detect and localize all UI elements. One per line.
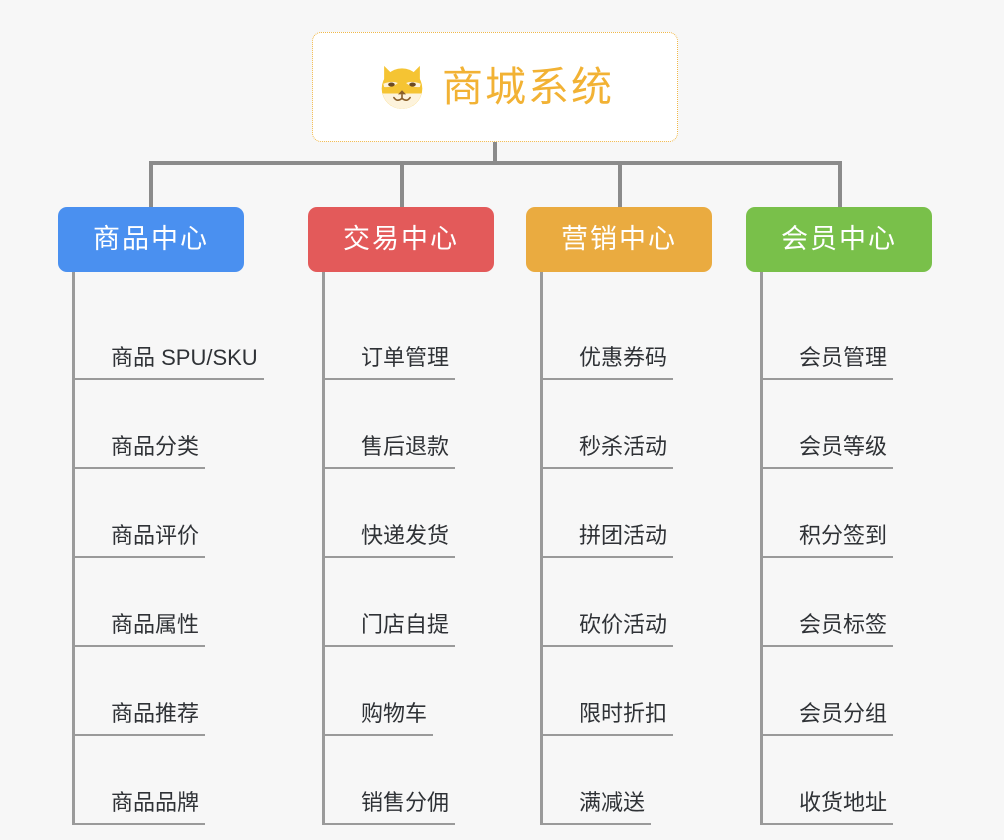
leaf-label: 优惠券码: [573, 347, 674, 380]
dog-face-icon: [381, 65, 423, 109]
leaf-label: 收货地址: [793, 792, 894, 825]
connector-horizontal-bus: [149, 161, 842, 165]
list-item[interactable]: 购物车: [325, 647, 494, 736]
list-item[interactable]: 会员标签: [763, 558, 932, 647]
leaf-label: 拼团活动: [573, 525, 674, 558]
leaf-label: 售后退款: [355, 436, 456, 469]
list-item[interactable]: 收货地址: [763, 736, 932, 825]
connector-drop-4: [838, 161, 842, 207]
list-item[interactable]: 会员等级: [763, 380, 932, 469]
list-item[interactable]: 门店自提: [325, 558, 494, 647]
leaf-label: 会员管理: [793, 347, 894, 380]
category-header-member-center[interactable]: 会员中心: [746, 207, 932, 272]
list-item[interactable]: 会员管理: [763, 291, 932, 380]
category-label: 会员中心: [781, 224, 897, 254]
list-item[interactable]: 拼团活动: [543, 469, 712, 558]
list-item[interactable]: 销售分佣: [325, 736, 494, 825]
leaf-label: 快递发货: [355, 525, 456, 558]
list-item[interactable]: 商品分类: [75, 380, 244, 469]
leaf-label: 砍价活动: [573, 614, 674, 647]
list-item[interactable]: 满减送: [543, 736, 712, 825]
connector-root-stem: [493, 142, 497, 165]
list-item[interactable]: 商品品牌: [75, 736, 244, 825]
list-item[interactable]: 会员分组: [763, 647, 932, 736]
leaf-label: 会员等级: [793, 436, 894, 469]
list-item[interactable]: 商品 SPU/SKU: [75, 291, 264, 380]
connector-drop-3: [618, 161, 622, 207]
list-item[interactable]: 积分签到: [763, 469, 932, 558]
list-item[interactable]: 订单管理: [325, 291, 494, 380]
leaf-list-product-center: 商品 SPU/SKU 商品分类 商品评价 商品属性 商品推荐 商品品牌: [72, 272, 264, 825]
category-header-product-center[interactable]: 商品中心: [58, 207, 244, 272]
category-label: 商品中心: [93, 224, 209, 254]
leaf-label: 销售分佣: [355, 792, 456, 825]
list-item[interactable]: 限时折扣: [543, 647, 712, 736]
leaf-label: 商品 SPU/SKU: [105, 347, 264, 380]
list-item[interactable]: 快递发货: [325, 469, 494, 558]
list-item[interactable]: 商品属性: [75, 558, 244, 647]
leaf-label: 积分签到: [793, 525, 894, 558]
leaf-list-marketing-center: 优惠券码 秒杀活动 拼团活动 砍价活动 限时折扣 满减送: [540, 272, 712, 825]
list-item[interactable]: 秒杀活动: [543, 380, 712, 469]
leaf-label: 购物车: [355, 703, 434, 736]
leaf-list-member-center: 会员管理 会员等级 积分签到 会员标签 会员分组 收货地址: [760, 272, 932, 825]
leaf-label: 商品推荐: [105, 703, 206, 736]
leaf-label: 会员标签: [793, 614, 894, 647]
leaf-list-trade-center: 订单管理 售后退款 快递发货 门店自提 购物车 销售分佣: [322, 272, 494, 825]
leaf-label: 商品属性: [105, 614, 206, 647]
leaf-label: 订单管理: [355, 347, 456, 380]
leaf-label: 限时折扣: [573, 703, 674, 736]
leaf-label: 商品品牌: [105, 792, 206, 825]
leaf-label: 商品分类: [105, 436, 206, 469]
leaf-label: 秒杀活动: [573, 436, 674, 469]
category-header-trade-center[interactable]: 交易中心: [308, 207, 494, 272]
leaf-label: 商品评价: [105, 525, 206, 558]
leaf-label: 满减送: [573, 792, 652, 825]
category-label: 交易中心: [343, 224, 459, 254]
list-item[interactable]: 砍价活动: [543, 558, 712, 647]
list-item[interactable]: 商品评价: [75, 469, 244, 558]
branch-column-product-center: 商品中心 商品 SPU/SKU 商品分类 商品评价 商品属性 商品推荐 商品品牌: [58, 207, 264, 825]
root-title: 商城系统: [442, 63, 614, 110]
list-item[interactable]: 商品推荐: [75, 647, 244, 736]
connector-drop-2: [400, 161, 404, 207]
branch-column-trade-center: 交易中心 订单管理 售后退款 快递发货 门店自提 购物车 销售分佣: [308, 207, 494, 825]
leaf-label: 会员分组: [793, 703, 894, 736]
leaf-label: 门店自提: [355, 614, 456, 647]
list-item[interactable]: 售后退款: [325, 380, 494, 469]
connector-drop-1: [149, 161, 153, 207]
list-item[interactable]: 优惠券码: [543, 291, 712, 380]
root-node[interactable]: 商城系统: [312, 32, 678, 142]
category-label: 营销中心: [561, 224, 677, 254]
branch-column-member-center: 会员中心 会员管理 会员等级 积分签到 会员标签 会员分组 收货地址: [746, 207, 932, 825]
category-header-marketing-center[interactable]: 营销中心: [526, 207, 712, 272]
branch-column-marketing-center: 营销中心 优惠券码 秒杀活动 拼团活动 砍价活动 限时折扣 满减送: [526, 207, 712, 825]
